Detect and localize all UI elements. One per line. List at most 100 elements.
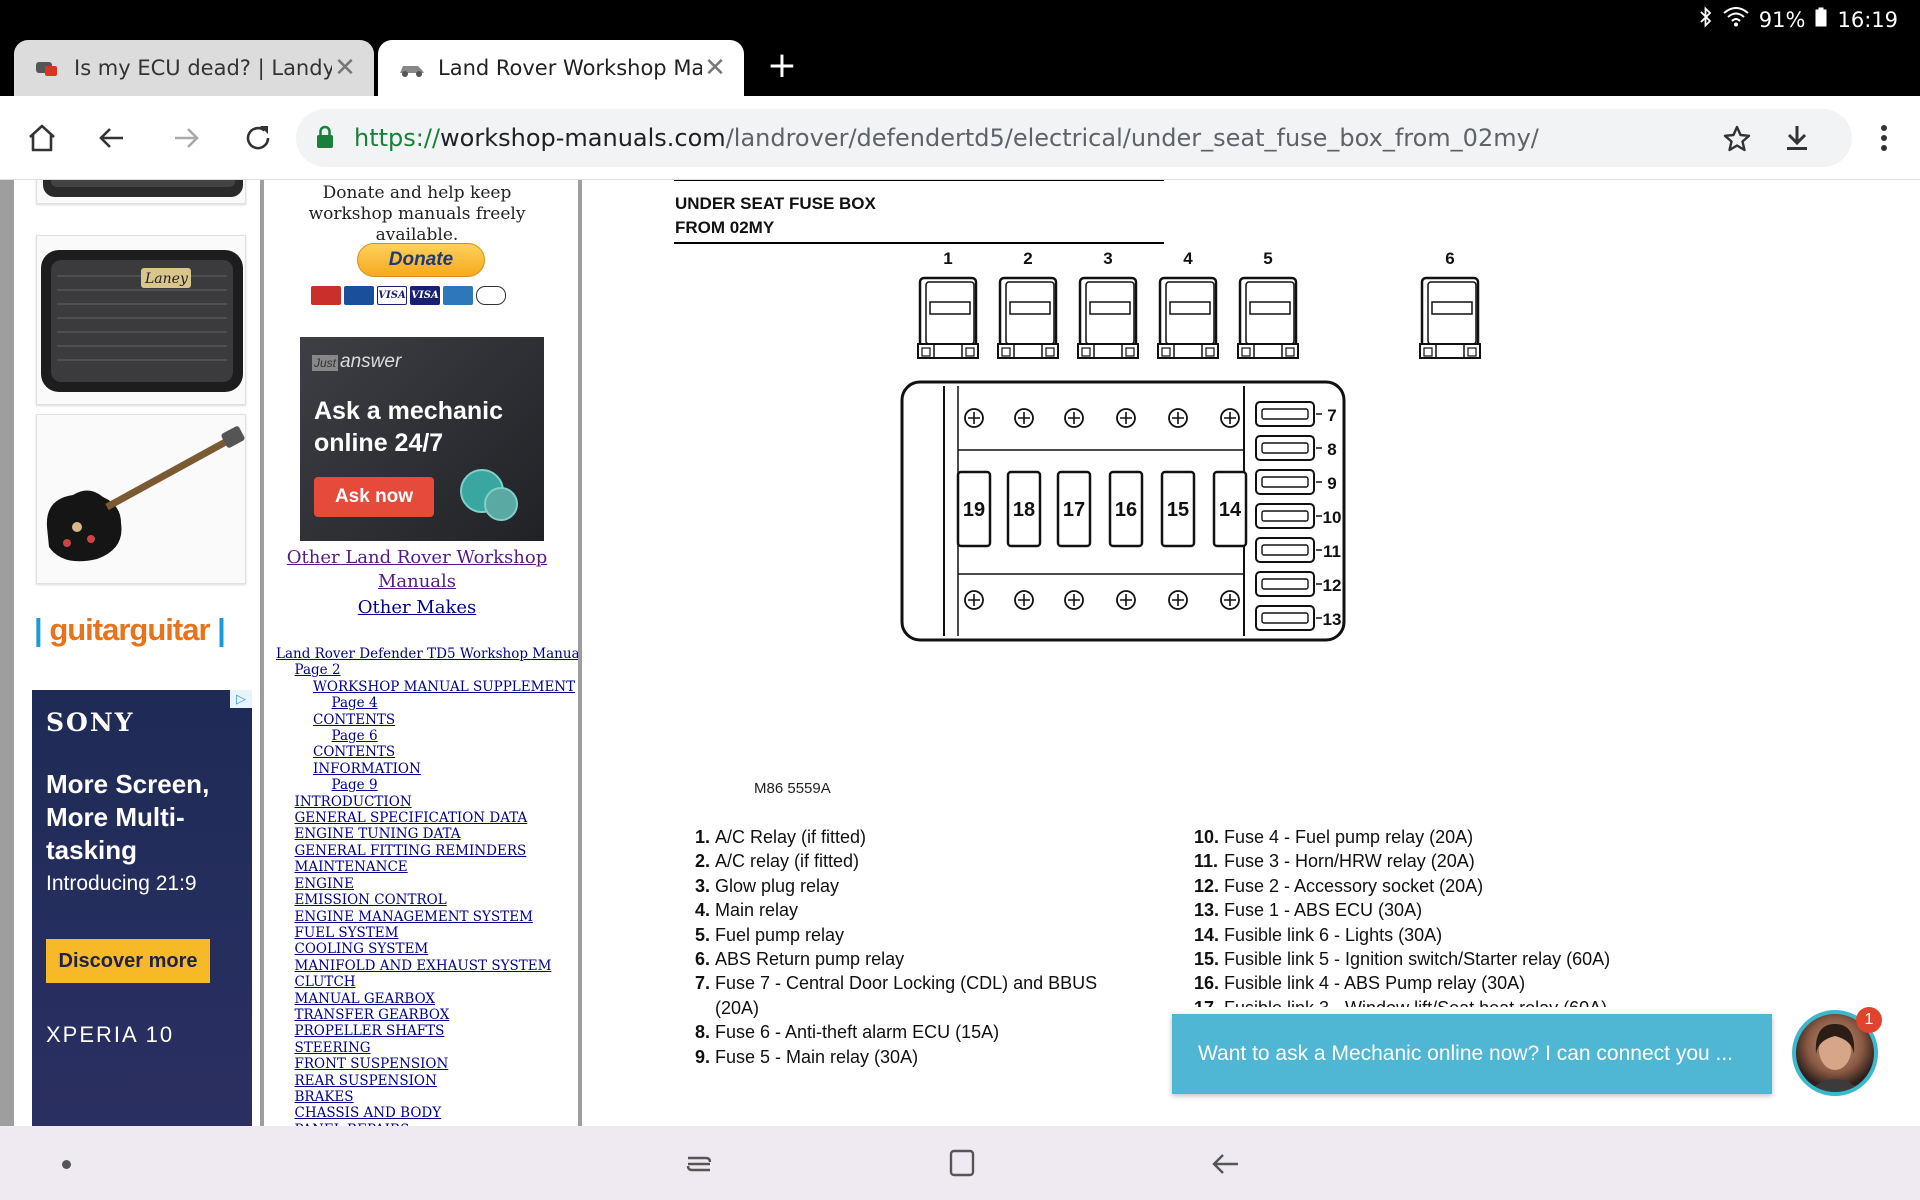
toc-link[interactable]: ENGINE [294,875,354,892]
back-nav-icon[interactable] [1210,1150,1240,1178]
legend-item: 15.Fusible link 5 - Ignition switch/Star… [1194,947,1714,971]
side-fuse-number-label: 8 [1327,440,1336,459]
discover-more-button[interactable]: Discover more [46,939,210,983]
lock-icon [317,125,333,148]
donate-button[interactable]: Donate [357,243,485,277]
chat-agent-avatar[interactable] [1792,1010,1878,1096]
figure-code: M86 5559A [754,780,831,797]
product-card-amp-top[interactable] [36,180,246,204]
toc-link[interactable]: MAINTENANCE [294,859,408,876]
toc-link[interactable]: Page 9 [331,777,378,794]
toc-link[interactable]: STEERING [294,1039,371,1056]
tab-landyzone[interactable]: Is my ECU dead? | LandyZone ✕ [14,40,374,96]
forward-button[interactable] [160,112,212,164]
toc-link[interactable]: Page 6 [331,728,378,745]
sony-ad[interactable]: ▷ SONY More Screen, More Multi- tasking … [32,690,252,1126]
legend-number: 11. [1194,851,1219,872]
toc-link[interactable]: CONTENTS [313,744,396,761]
chat-prompt-bubble[interactable]: Want to ask a Mechanic online now? I can… [1172,1014,1772,1094]
legend-number: 7. [695,973,711,994]
relay-number-label: 1 [943,249,952,268]
legend-number: 6. [695,949,711,970]
relay [1237,276,1299,359]
justanswer-logo-prefix: Just [312,355,339,371]
new-tab-button[interactable]: + [766,45,798,86]
legend-item: 14.Fusible link 6 - Lights (30A) [1194,923,1714,947]
toc-link[interactable]: COOLING SYSTEM [294,941,429,958]
legend-text: Fuse 1 - ABS ECU (30A) [1224,900,1423,921]
close-tab-icon[interactable]: ✕ [334,53,356,83]
product-card-laney-amp[interactable]: Laney [36,235,246,405]
sony-headline-line: More Multi- [46,802,185,832]
toc-link[interactable]: CLUTCH [294,974,356,991]
mini-fuse-body [1261,510,1309,522]
sidebar: Donate and help keep workshop manuals fr… [264,180,578,1126]
menu-button[interactable] [1858,112,1910,164]
address-bar[interactable]: https://workshop-manuals.com/landrover/d… [296,109,1852,167]
adchoices-icon[interactable]: ▷ [230,690,252,708]
legend-number: 2. [695,851,711,872]
relay [917,276,979,359]
legend-number: 16. [1194,973,1220,994]
mini-fuse [1255,571,1315,597]
amex-icon [443,286,473,305]
more-vert-icon [1881,125,1887,151]
payment-cards: VISA VISA [311,286,506,305]
close-tab-icon[interactable]: ✕ [704,53,726,83]
toc-link[interactable]: REAR SUSPENSION [294,1072,437,1089]
toc-link[interactable]: CONTENTS [313,711,396,728]
url-host: workshop-manuals.com [440,124,726,152]
screw-terminal-cross [1172,412,1184,424]
toc-link[interactable]: ENGINE MANAGEMENT SYSTEM [294,908,533,925]
system-navigation-bar [0,1126,1920,1200]
legend-text: Fuse 4 - Fuel pump relay (20A) [1224,827,1474,847]
toc-link[interactable]: CHASSIS AND BODY [294,1105,442,1122]
toc-link[interactable]: MANIFOLD AND EXHAUST SYSTEM [294,957,552,974]
legend-item: 16.Fusible link 4 - ABS Pump relay (30A) [1194,971,1714,995]
toc-link[interactable]: BRAKES [294,1088,354,1105]
toc-link[interactable]: Page 4 [331,695,378,712]
legend-item: 11.Fuse 3 - Horn/HRW relay (20A) [1194,849,1714,873]
toc-link[interactable]: PANEL REPAIRS [276,1122,576,1126]
mini-fuse-body [1261,578,1309,590]
toc-link[interactable]: FRONT SUSPENSION [294,1056,449,1073]
toc-link[interactable]: PROPELLER SHAFTS [294,1023,445,1040]
reload-button[interactable] [232,112,284,164]
toc-link[interactable]: GENERAL SPECIFICATION DATA [294,810,528,827]
toc-link[interactable]: Page 2 [294,662,341,679]
toc-link[interactable]: INTRODUCTION [294,793,412,810]
home-button[interactable] [16,112,68,164]
fusible-link [1006,470,1042,548]
ask-now-button[interactable]: Ask now [314,477,434,517]
guitarguitar-logo[interactable]: | guitarguitar | [34,612,226,647]
justanswer-headline-line: online 24/7 [314,429,444,457]
toc-link[interactable]: TRANSFER GEARBOX [294,1006,450,1023]
side-fuse-number-label: 13 [1323,610,1342,629]
xperia-label: XPERIA 10 [46,1022,175,1047]
other-makes-link[interactable]: Other Makes [357,597,477,618]
mini-fuse-body [1261,612,1309,624]
relay [1157,276,1219,359]
legend-text: Fusible link 4 - ABS Pump relay (30A) [1224,973,1526,994]
product-card-guitar[interactable] [36,414,246,584]
toc-link[interactable]: EMISSION CONTROL [294,892,447,909]
other-land-rover-manuals-link[interactable]: Other Land Rover Workshop Manuals [286,547,548,592]
toc-link[interactable]: GENERAL FITTING REMINDERS [294,842,527,859]
toc-link[interactable]: FUEL SYSTEM [294,924,399,941]
legend-text: Fuse 7 - Central Door Locking (CDL) and … [715,973,1098,1018]
screw-terminal-cross [1120,594,1132,606]
toc-link[interactable]: INFORMATION [313,760,421,777]
toc-link[interactable]: WORKSHOP MANUAL SUPPLEMENT [313,678,576,695]
tab-workshop-manuals[interactable]: Land Rover Workshop Manuals ✕ [378,40,744,96]
toc-link[interactable]: Land Rover Defender TD5 Workshop Manual [276,646,578,662]
nav-dot-icon[interactable] [62,1160,71,1169]
toc-link[interactable]: ENGINE TUNING DATA [294,826,461,843]
toc-link[interactable]: MANUAL GEARBOX [294,990,436,1007]
heading-bottom-rule [674,242,1164,244]
legend-item: 9.Fuse 5 - Main relay (30A) [695,1045,1115,1069]
recent-apps-icon[interactable] [684,1150,714,1178]
home-nav-icon[interactable] [948,1148,976,1178]
back-button[interactable] [86,112,138,164]
legend-item: 13.Fuse 1 - ABS ECU (30A) [1194,898,1714,922]
